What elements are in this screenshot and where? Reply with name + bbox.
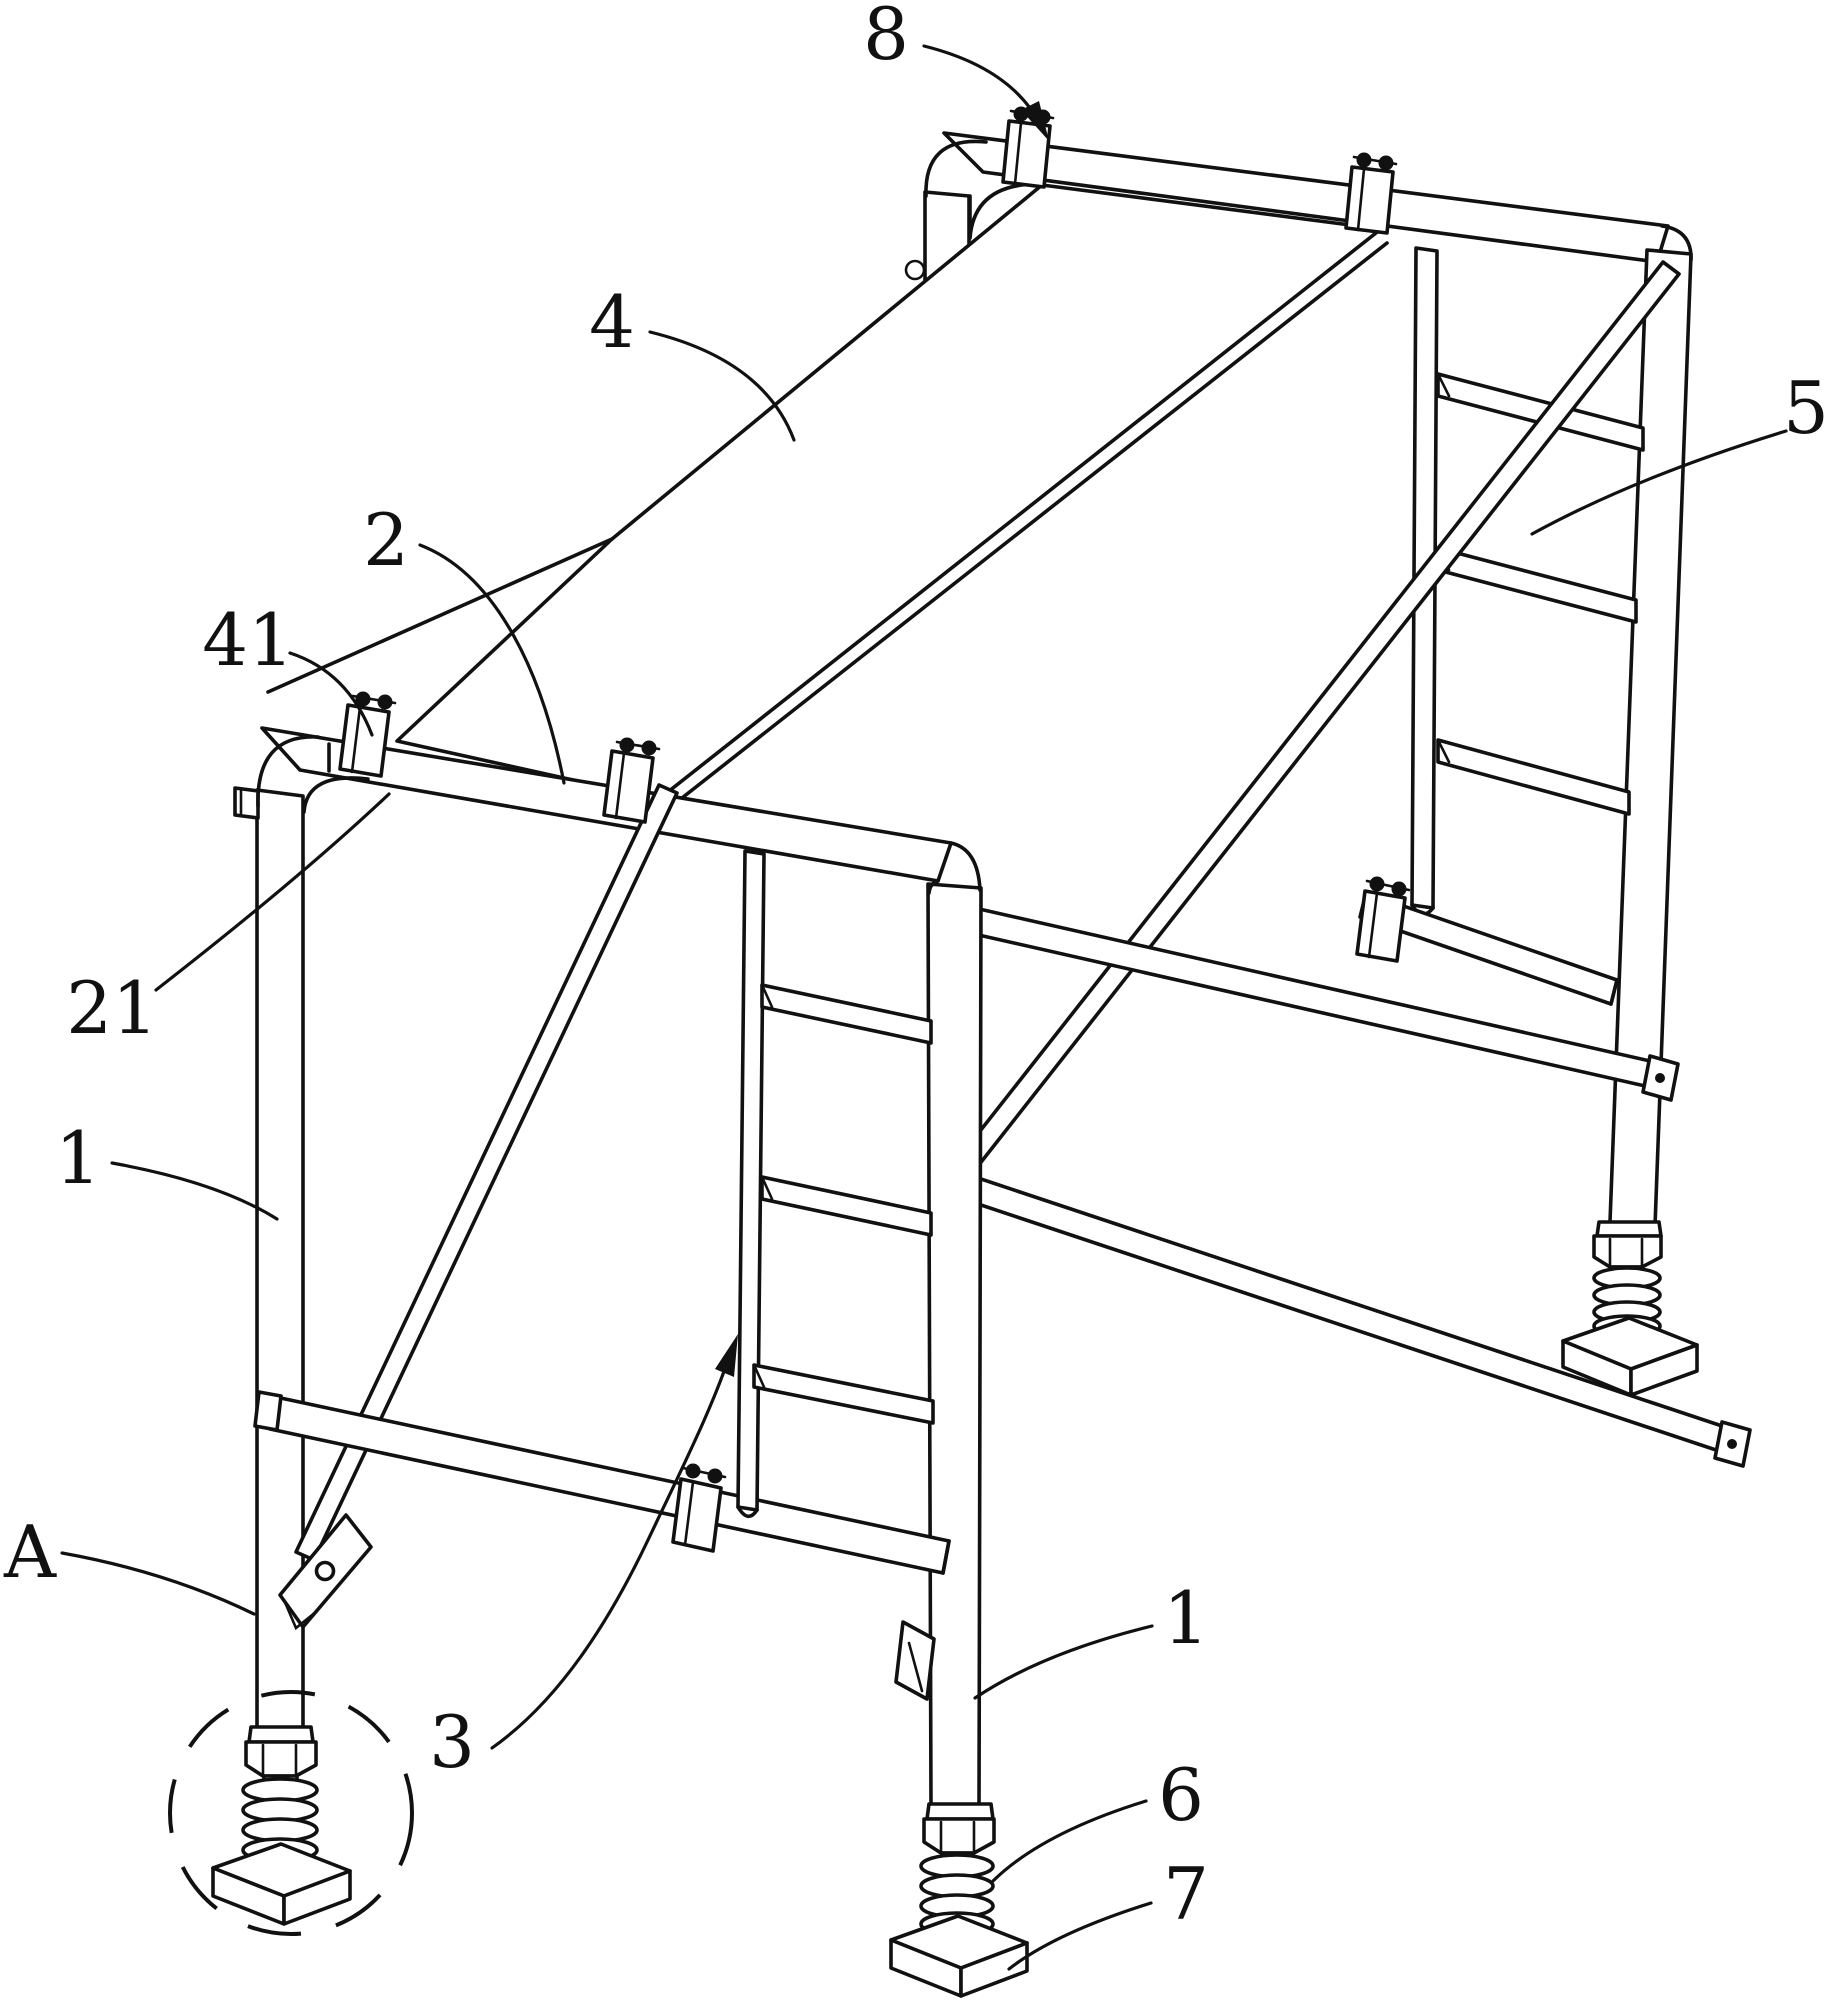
front-right-post [926, 882, 983, 1814]
clamp-41 [338, 691, 397, 778]
ref-label-6: 6 [1158, 1753, 1204, 1837]
brace-end-hook [282, 1598, 319, 1631]
ref-label-7: 7 [1163, 1852, 1209, 1936]
arrowhead-3 [715, 1334, 738, 1377]
leader-1-right [973, 1624, 1154, 1700]
right-face-front-tubes [937, 899, 1752, 1468]
front-ladder [736, 849, 935, 1519]
mid-crossbar-bevel [941, 1539, 951, 1575]
clamp-8 [1001, 106, 1055, 189]
plank-pin [904, 259, 926, 281]
mid-crossbar-left-bracket [253, 1390, 283, 1432]
rear-right-corner-arc [1660, 224, 1693, 262]
detail-circle-A [168, 1690, 414, 1936]
clamp-rear-right [1344, 152, 1398, 235]
front-right-corner-arc [949, 841, 982, 892]
front-right-corner-inner [927, 879, 940, 895]
rear-rung-3 [1436, 738, 1631, 816]
rear-right-foot [1561, 1220, 1699, 1397]
ref-label-8: 8 [863, 0, 909, 76]
ladder-rail [736, 849, 766, 1512]
rung-1-bevel [760, 983, 774, 1009]
rear-rung-1-bevel [1436, 372, 1451, 398]
brace-flat-end-plate [278, 1513, 373, 1629]
rung-2-bevel [760, 1175, 774, 1201]
front-left-corner-arc [256, 735, 320, 808]
clamp-front-right [602, 737, 661, 824]
rear-frame [923, 131, 1693, 1228]
ref-label-2: 2 [363, 498, 409, 582]
leader-5 [1530, 429, 1788, 536]
front-frame [233, 726, 983, 1814]
bracket-slot [907, 1641, 924, 1693]
arrowhead-8 [1021, 101, 1049, 141]
ladder-rung-1 [760, 983, 933, 1045]
ladder-rung-2 [760, 1175, 933, 1237]
front-left-foot [211, 1725, 352, 1926]
clamp-mid-ledger-right [1355, 876, 1411, 963]
brace-end-hole [314, 1560, 336, 1582]
front-left-post-tab [233, 786, 260, 820]
annotations [60, 44, 1788, 1971]
brace-5a-bolt [1655, 1073, 1665, 1083]
bottom-ledger-bolt [1727, 1439, 1737, 1449]
leader-21 [154, 792, 391, 992]
ref-label-A: A [4, 1510, 56, 1594]
front-corner-inner-arc [302, 776, 370, 814]
ref-label-41: 41 [202, 598, 294, 682]
rear-rung-2 [1436, 546, 1638, 624]
rear-left-corner-arc [924, 139, 988, 198]
leader-2 [418, 543, 566, 785]
mid-ledger-right-bevel [1609, 978, 1619, 1006]
clamp-mid-crossbar [671, 1463, 727, 1553]
leader-1-left [110, 1161, 279, 1221]
leader-A [60, 1551, 256, 1616]
leader-3 [490, 1343, 735, 1750]
leader-4 [648, 330, 796, 442]
feet [211, 1220, 1699, 1998]
ref-label-5: 5 [1783, 366, 1829, 450]
platform-plank [266, 183, 1389, 815]
leader-6 [991, 1799, 1148, 1883]
leader-41 [288, 651, 374, 737]
ref-label-21: 21 [66, 966, 158, 1050]
rear-rung-3-bevel [1436, 738, 1451, 764]
front-right-foot [889, 1802, 1029, 1998]
ref-label-1-right: 1 [1163, 1576, 1209, 1660]
ref-label-4: 4 [589, 280, 635, 364]
ladder-rail-end [736, 1505, 759, 1519]
rung-3-bevel [752, 1363, 766, 1389]
ref-label-1-left: 1 [55, 1116, 101, 1200]
plank-right-edge-line [666, 241, 1389, 811]
ref-label-3: 3 [429, 1700, 475, 1784]
rail-back-contour [266, 537, 614, 694]
leader-7 [1007, 1901, 1153, 1971]
rear-rung-1 [1436, 372, 1645, 452]
ladder-rung-3 [752, 1363, 935, 1425]
front-braces [253, 783, 951, 1631]
